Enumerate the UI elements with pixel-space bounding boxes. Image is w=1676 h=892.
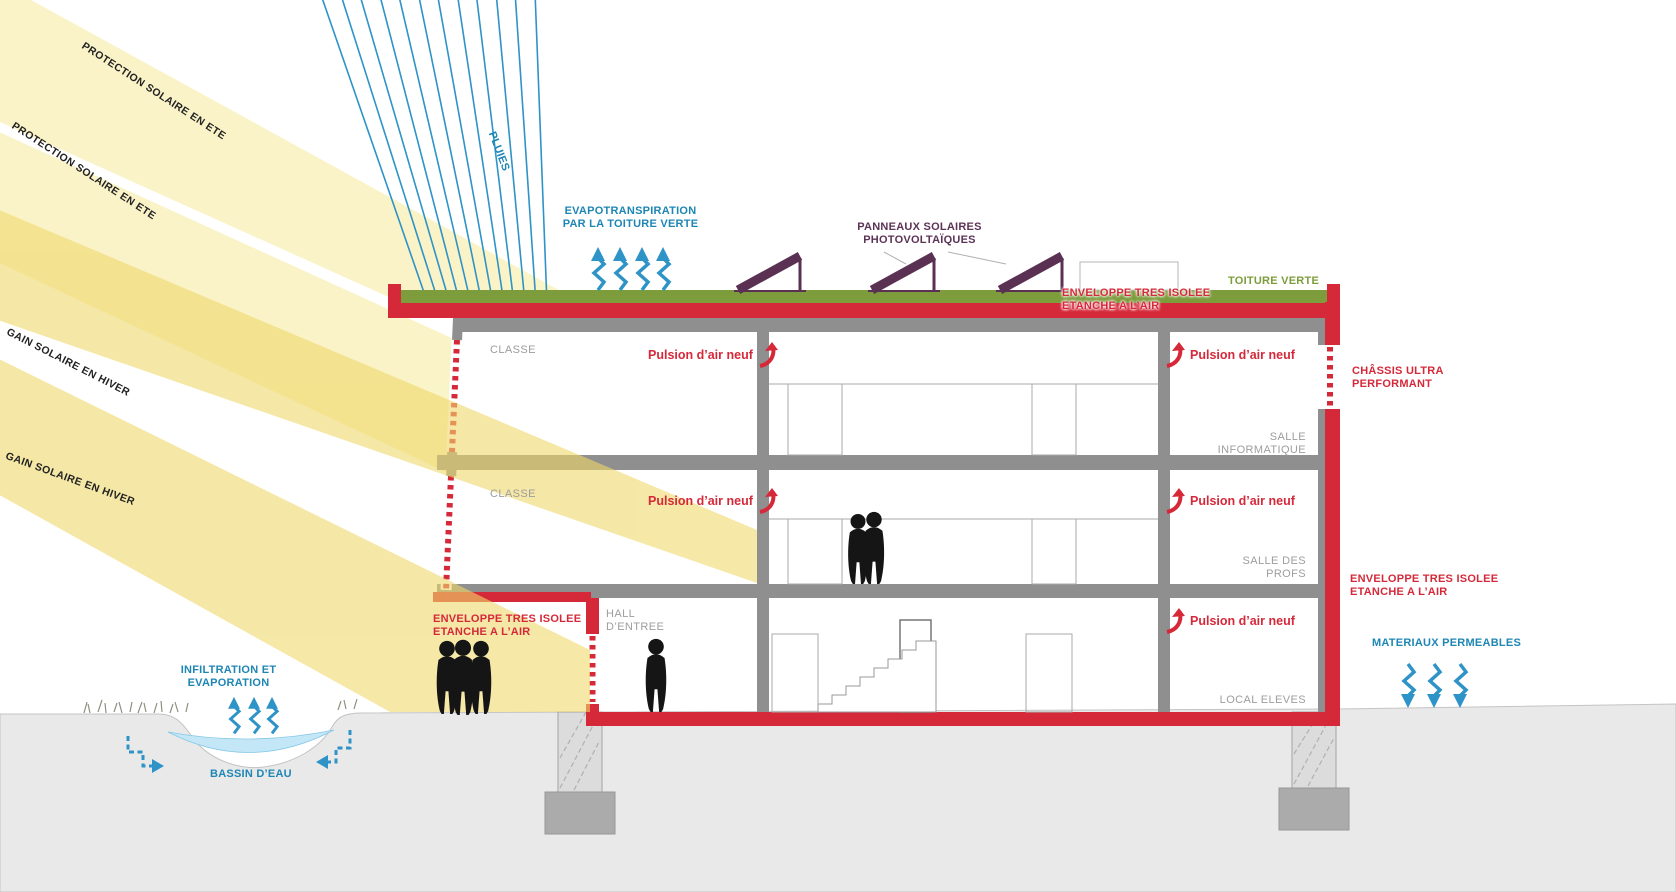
roof-parapet-right	[1327, 284, 1340, 304]
label-panneaux-solaires: PANNEAUX SOLAIRES PHOTOVOLTAÏQUES	[857, 221, 982, 247]
rooftop-structure	[1079, 261, 1179, 291]
label-chassis-ultra-performant: CHÂSSIS ULTRA PERFORMANT	[1352, 365, 1444, 391]
infiltration-arrowhead-right	[316, 755, 328, 769]
grass	[83, 698, 358, 714]
evaporation-arrows	[226, 695, 280, 735]
panel-leader-lines	[883, 251, 1007, 265]
facade-window-dotted-2	[443, 475, 454, 591]
label-materiaux-permeables: MATERIAUX PERMEABLES	[1372, 637, 1522, 649]
roof-parapet-left	[388, 284, 401, 304]
label-toiture-verte: TOITURE VERTE	[1228, 275, 1320, 287]
label-infiltration-evaporation: INFILTRATION ET EVAPORATION	[180, 664, 277, 690]
label-room-classe-2: CLASSE	[490, 488, 536, 500]
slab-level2	[437, 455, 1327, 470]
pulsion-text: Pulsion d’air neuf	[1190, 494, 1295, 508]
label-enveloppe-right: ENVELOPPE TRES ISOLEE ETANCHE A L’AIR	[1350, 573, 1499, 599]
air-supply-arrow-icon	[1166, 342, 1185, 368]
air-supply-arrow-icon	[759, 342, 778, 368]
label-enveloppe-top: ENVELOPPE TRES ISOLEE ETANCHE A L’AIR	[1062, 287, 1211, 313]
pulsion-text: Pulsion d’air neuf	[1190, 348, 1295, 362]
slab-ground-red	[586, 712, 1340, 726]
air-supply-label-3: Pulsion d’air neuf	[648, 488, 779, 514]
interior-details	[769, 383, 1158, 713]
label-room-hall-entree: HALL D’ENTREE	[606, 608, 665, 634]
air-supply-label-4: Pulsion d’air neuf	[1164, 488, 1295, 514]
rain-lines	[321, 0, 548, 305]
pulsion-text: Pulsion d’air neuf	[648, 494, 753, 508]
solar-panel-2	[868, 256, 940, 291]
interior-walls	[757, 332, 1170, 712]
slab-level1	[437, 584, 1327, 598]
ground	[0, 703, 1676, 892]
building-section	[388, 252, 1341, 726]
solar-panel-3	[996, 256, 1068, 291]
label-enveloppe-left: ENVELOPPE TRES ISOLEE ETANCHE A L’AIR	[433, 613, 582, 639]
soffit-envelope	[433, 592, 591, 602]
green-roof-strip	[401, 290, 1327, 303]
stairs	[817, 640, 937, 713]
label-room-local-eleves: LOCAL ELEVES	[1219, 694, 1306, 706]
water-basin	[167, 729, 335, 753]
infiltration-arrowhead-left	[152, 759, 164, 773]
air-supply-label-2: Pulsion d’air neuf	[1164, 342, 1295, 368]
evapotranspiration-arrows	[589, 245, 672, 292]
roof-insulation-band	[388, 302, 1340, 318]
pulsion-text: Pulsion d’air neuf	[1190, 614, 1295, 628]
infiltration-step-arrow-left	[126, 736, 152, 768]
sun-beams-winter	[0, 210, 757, 712]
permeable-materials-arrows	[1399, 662, 1469, 710]
slab-roof	[455, 318, 1327, 332]
air-supply-label-1: Pulsion d’air neuf	[648, 342, 779, 368]
pulsion-text: Pulsion d’air neuf	[648, 348, 753, 362]
right-inner-wall	[1318, 332, 1327, 712]
air-supply-label-5: Pulsion d’air neuf	[1164, 608, 1295, 634]
air-supply-arrow-icon	[759, 488, 778, 514]
solar-panel-1	[734, 256, 806, 291]
label-room-classe-1: CLASSE	[490, 344, 536, 356]
infiltration-step-arrow-right	[328, 730, 352, 764]
air-supply-arrow-icon	[1166, 608, 1185, 634]
air-supply-arrow-icon	[1166, 488, 1185, 514]
foundation-pier-left	[544, 711, 616, 835]
label-bassin-eau: BASSIN D’EAU	[210, 768, 292, 780]
label-room-salle-informatique: SALLE INFORMATIQUE	[1217, 431, 1306, 457]
label-evapotranspiration: EVAPOTRANSPIRATION PAR LA TOITURE VERTE	[562, 205, 699, 231]
label-room-salle-des-profs: SALLE DES PROFS	[1242, 555, 1306, 581]
